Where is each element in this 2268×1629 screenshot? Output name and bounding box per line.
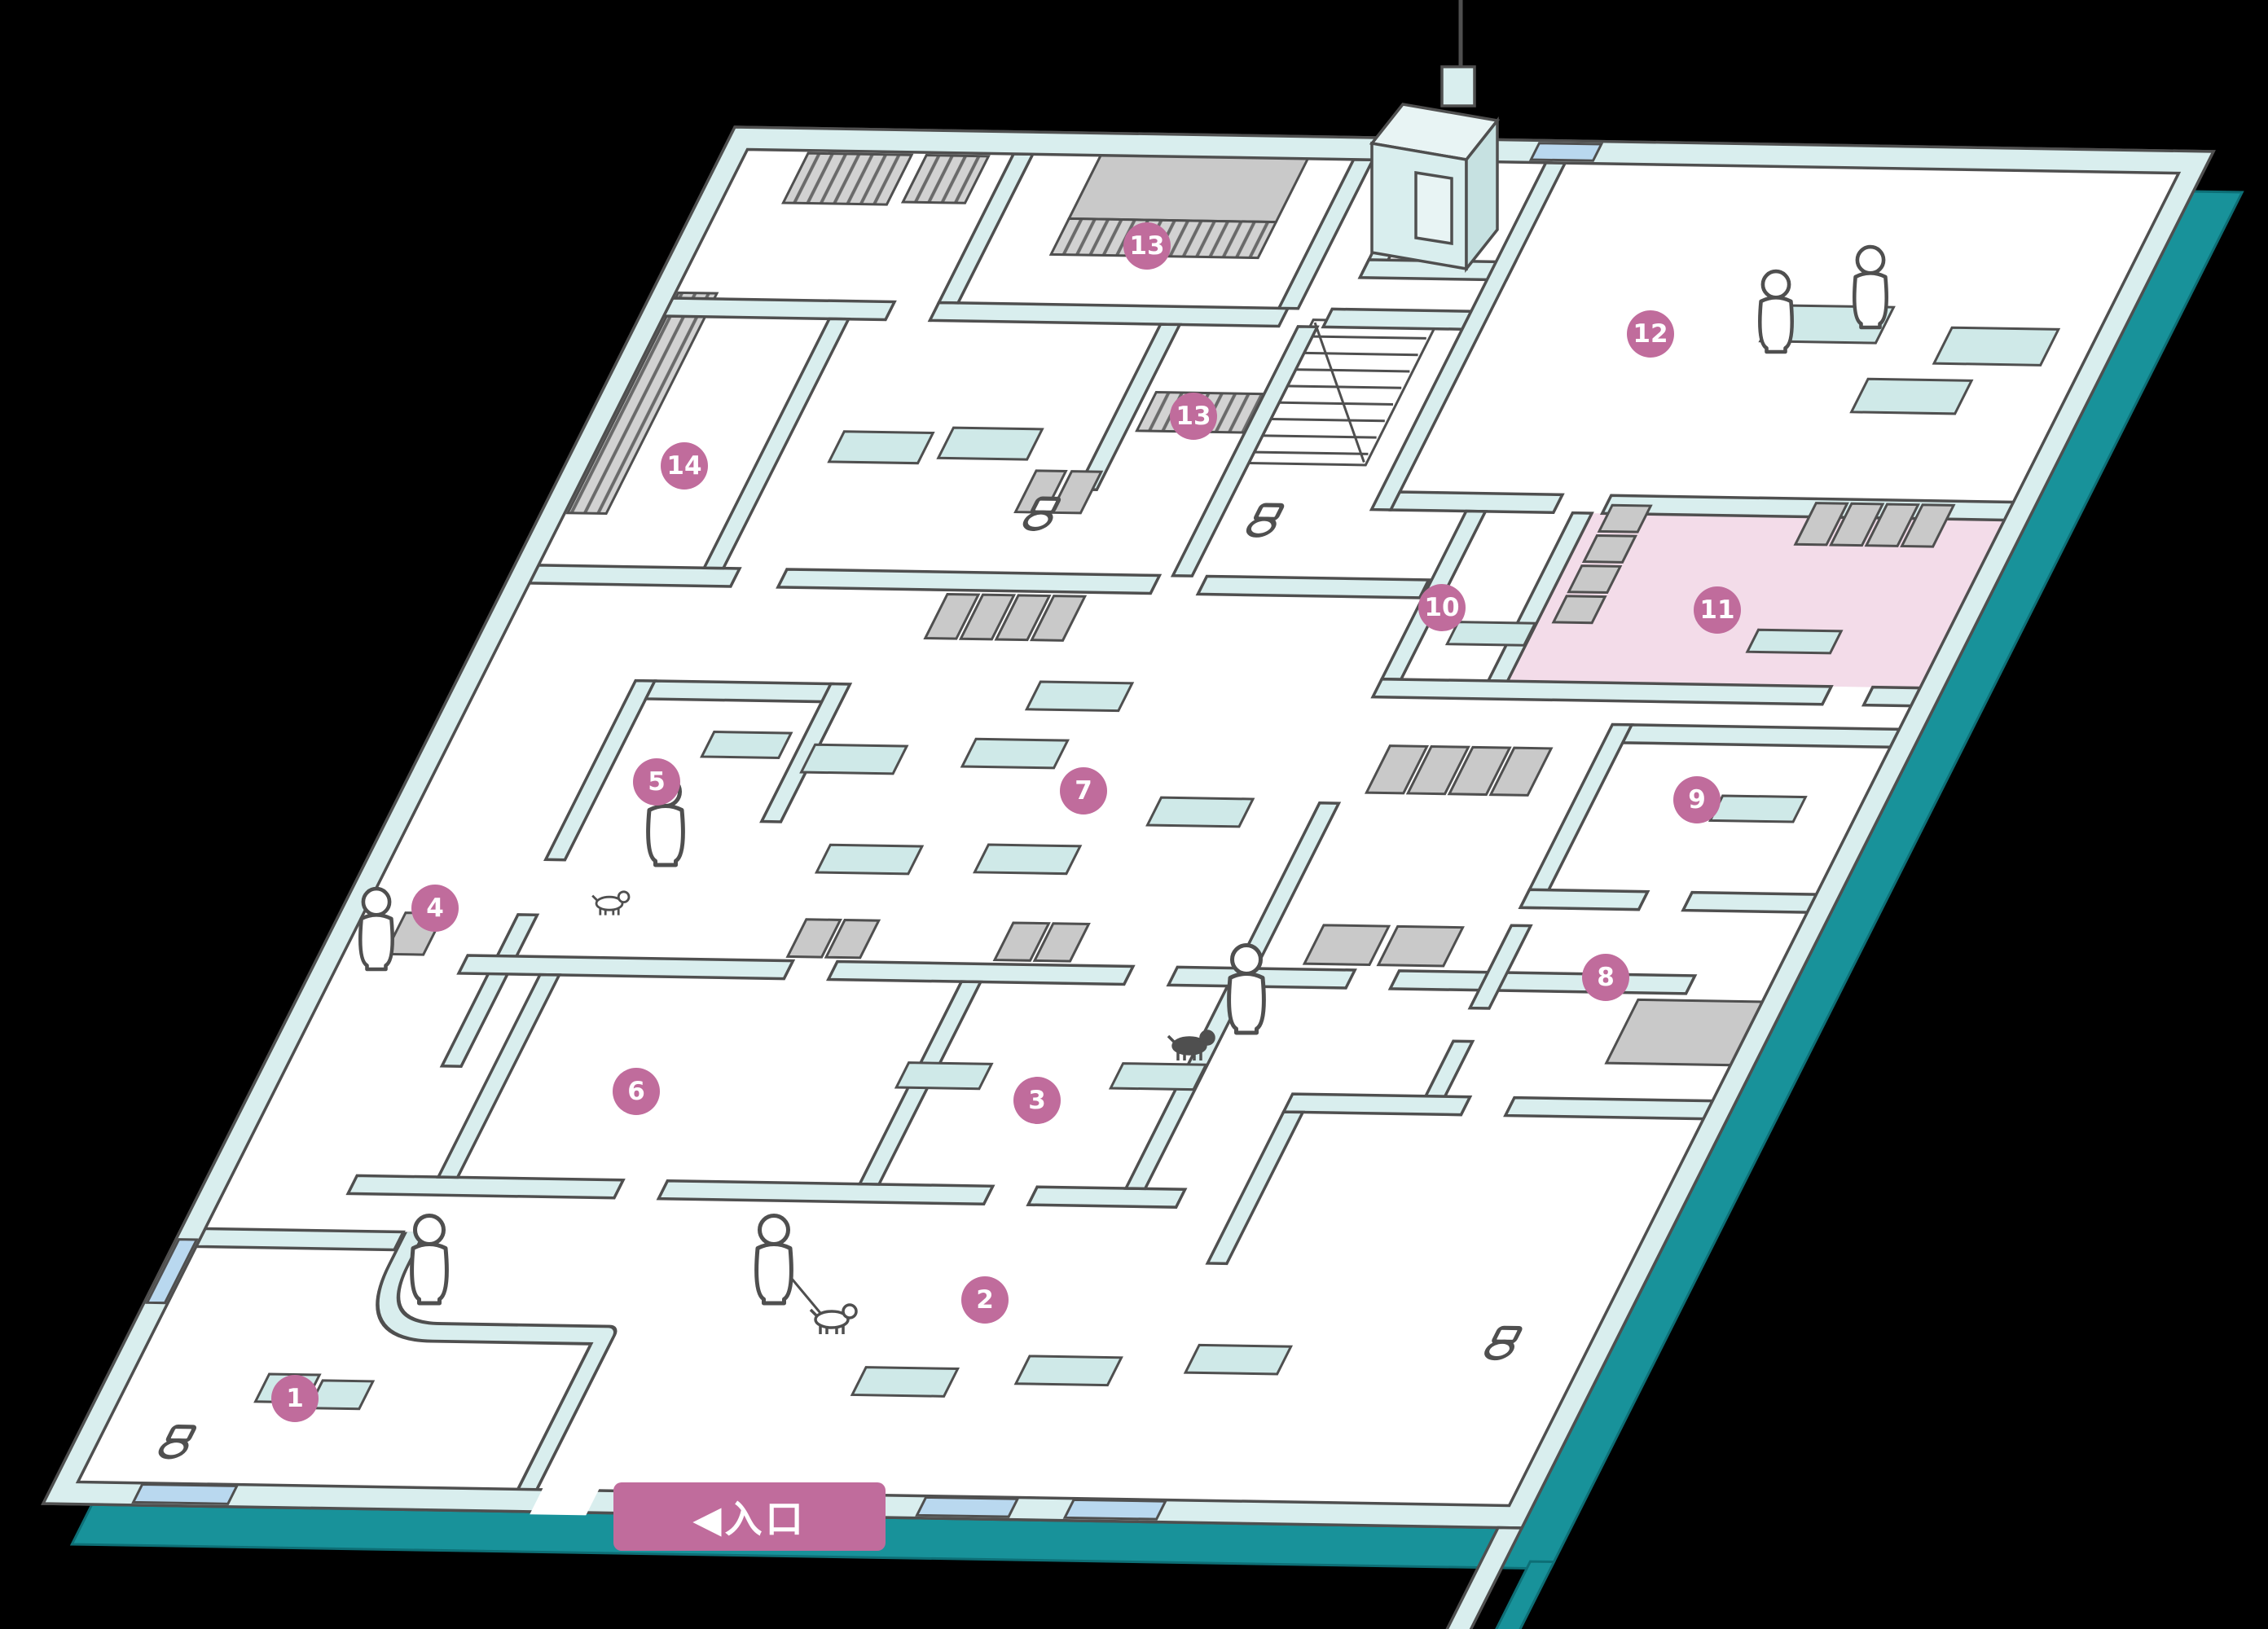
furniture-benches: [253, 289, 2068, 1428]
dog-figures: [591, 890, 1215, 1336]
room-marker-12: 12: [1627, 310, 1674, 358]
room-marker-10: 10: [1418, 584, 1466, 631]
room-marker-6: 6: [613, 1068, 660, 1115]
room-marker-2: 2: [961, 1276, 1009, 1324]
room-marker-9: 9: [1673, 776, 1721, 823]
room-marker-14: 14: [661, 442, 708, 490]
room-11-floor: [1507, 513, 2006, 688]
room-marker-8: 8: [1582, 954, 1629, 1001]
room-marker-13b: 13: [1170, 393, 1217, 440]
tower-chimney: [1440, 65, 1476, 108]
room-marker-3: 3: [1013, 1077, 1061, 1124]
room-marker-11: 11: [1694, 586, 1741, 634]
outer-wall: [0, 127, 2213, 1629]
room-marker-1: 1: [271, 1375, 319, 1422]
entrance-label: ◀入口: [613, 1482, 886, 1551]
leash: [790, 1278, 826, 1319]
room-marker-4: 4: [411, 885, 459, 932]
room-marker-13a: 13: [1123, 222, 1171, 270]
entrance-opening: [530, 1486, 600, 1516]
elevator-tower: [1369, 0, 1501, 274]
room-marker-7: 7: [1060, 767, 1107, 814]
room-marker-5: 5: [633, 758, 680, 806]
furniture-lockers: [385, 464, 1963, 977]
